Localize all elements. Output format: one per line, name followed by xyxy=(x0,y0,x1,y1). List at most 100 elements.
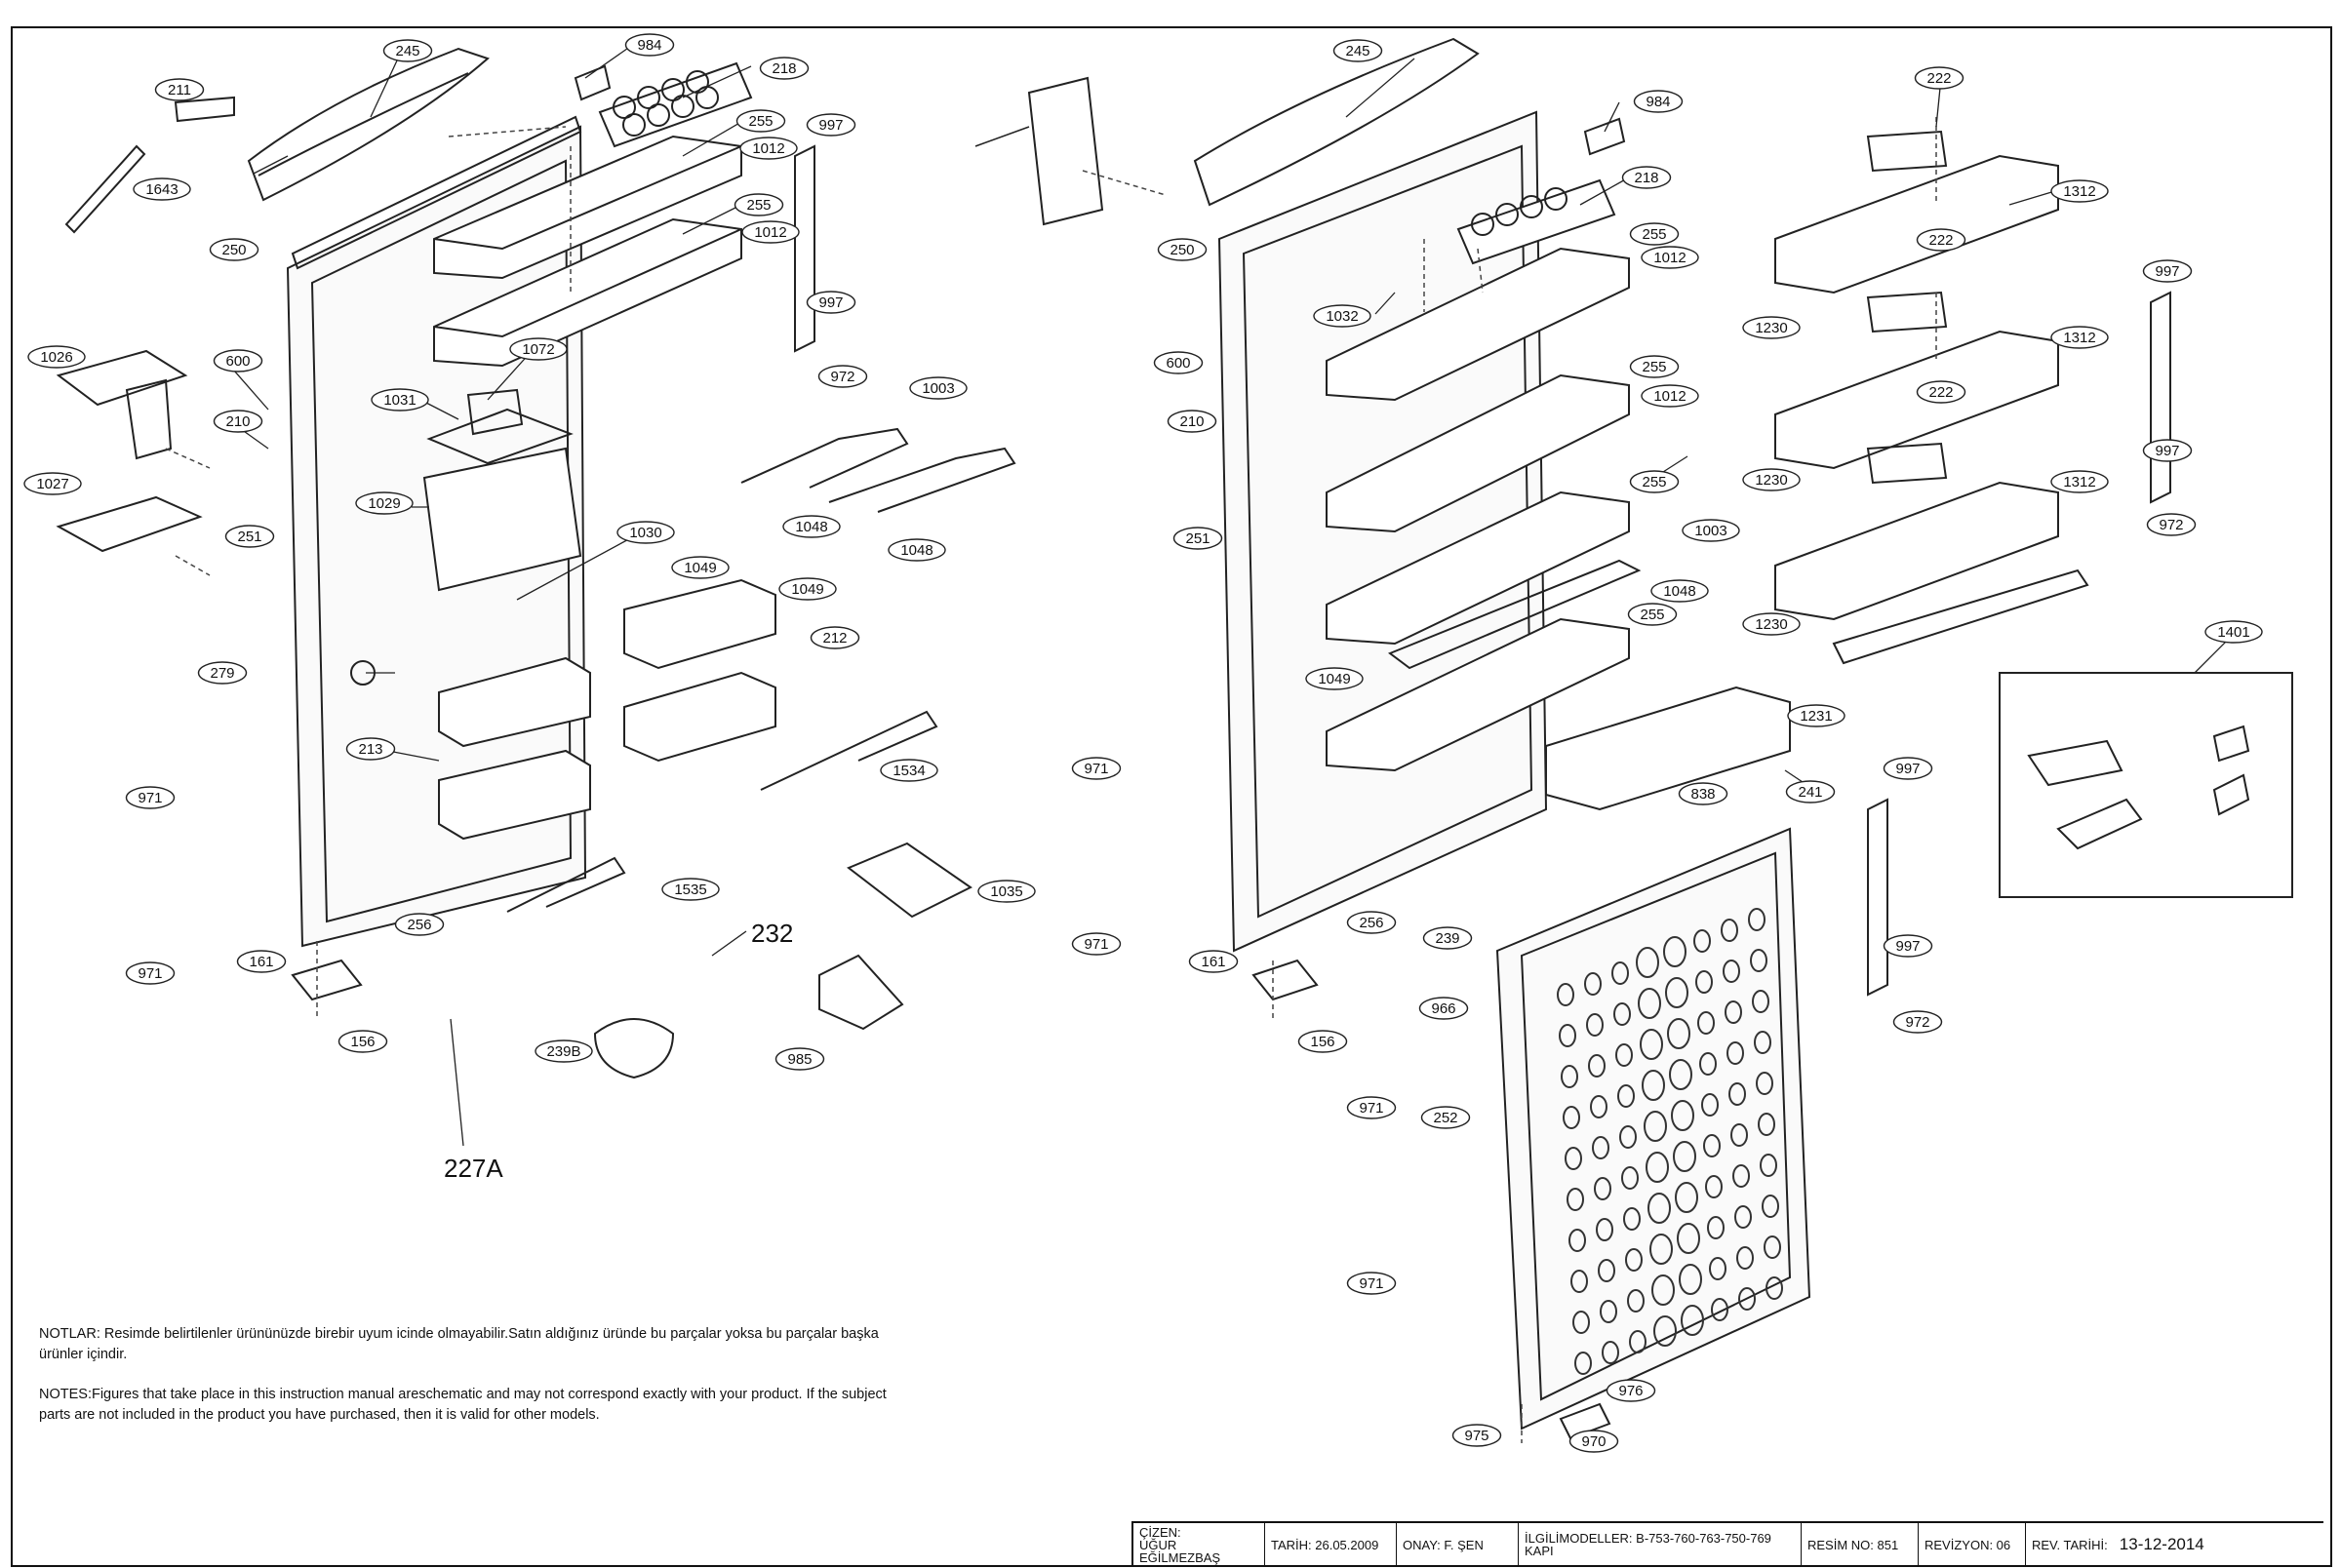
label-232: 232 xyxy=(751,919,793,948)
callout-1003: 1003 xyxy=(1682,519,1740,542)
callout-972: 972 xyxy=(2146,513,2197,536)
callout-number: 985 xyxy=(787,1051,812,1068)
callout-number: 241 xyxy=(1798,784,1822,801)
dimple xyxy=(1640,1029,1663,1060)
callout-number: 245 xyxy=(1345,43,1369,59)
dimple xyxy=(1711,1298,1728,1321)
callout-number: 997 xyxy=(2155,263,2179,280)
callout-number: 838 xyxy=(1690,786,1715,803)
callout-1030: 1030 xyxy=(616,521,675,544)
dimple xyxy=(1574,1352,1592,1375)
callout-255: 255 xyxy=(734,193,784,216)
callout-number: 1535 xyxy=(674,882,706,898)
hinge-kit-parts xyxy=(2027,725,2250,850)
left-knob-239B xyxy=(593,1018,675,1079)
drawn-by-label: ÇİZEN: xyxy=(1139,1524,1181,1540)
left-shelf-255-a xyxy=(433,135,742,280)
dimple xyxy=(1766,1276,1783,1300)
dimple xyxy=(1592,1136,1609,1159)
callout-number: 256 xyxy=(407,917,431,933)
callout-number: 1230 xyxy=(1755,616,1787,633)
callout-number: 210 xyxy=(225,413,250,430)
dimple xyxy=(1709,1257,1726,1280)
callout-255: 255 xyxy=(1629,355,1680,378)
callout-971: 971 xyxy=(125,786,176,809)
callout-997: 997 xyxy=(1883,934,1933,958)
dimple xyxy=(1561,1065,1578,1088)
callout-1072: 1072 xyxy=(509,337,568,361)
right-balcony-1312-c xyxy=(1774,442,2059,621)
callout-222: 222 xyxy=(1914,66,1964,90)
left-wire-1003 xyxy=(740,427,1016,513)
callout-number: 1031 xyxy=(383,392,416,409)
callout-number: 222 xyxy=(1928,232,1953,249)
dimple xyxy=(1559,1024,1576,1047)
callout-number: 971 xyxy=(138,965,162,982)
left-dispenser-1026 xyxy=(56,349,188,460)
middle-clip-984 xyxy=(1583,117,1626,156)
left-drip-tray-1027 xyxy=(56,495,203,553)
dimple xyxy=(1750,949,1767,972)
callout-1048: 1048 xyxy=(1650,579,1709,603)
callout-250: 250 xyxy=(1157,238,1208,261)
dimple xyxy=(1615,1043,1633,1067)
middle-top-trim-245 xyxy=(1193,37,1480,207)
dimple xyxy=(1638,988,1661,1019)
callout-218: 218 xyxy=(759,57,810,80)
callout-number: 984 xyxy=(637,37,661,54)
callout-number: 255 xyxy=(748,113,773,130)
dimple xyxy=(1699,1052,1717,1076)
callout-number: 222 xyxy=(1926,70,1951,87)
callout-985: 985 xyxy=(774,1047,825,1071)
callout-966: 966 xyxy=(1418,997,1469,1020)
middle-shelf-255-a xyxy=(1326,247,1630,402)
hinge-kit-box-1401 xyxy=(1999,672,2293,898)
callout-number: 984 xyxy=(1646,94,1670,110)
dimple xyxy=(1764,1235,1781,1259)
middle-wire-1003 xyxy=(1387,559,1642,670)
dimple xyxy=(1600,1300,1617,1323)
models-cell: İLGİLİMODELLER: B-753-760-763-750-769 KA… xyxy=(1519,1523,1802,1566)
callout-972: 972 xyxy=(817,365,868,388)
dimple xyxy=(1748,908,1766,931)
dimple xyxy=(1667,1018,1690,1049)
callout-number: 997 xyxy=(1895,938,1920,955)
callout-number: 1035 xyxy=(990,883,1022,900)
callout-212: 212 xyxy=(810,626,860,649)
callout-number: 250 xyxy=(1170,242,1194,258)
callout-number: 161 xyxy=(1201,954,1225,970)
dimple xyxy=(1568,1229,1586,1252)
notes-block: NOTLAR: Resimde belirtilenler ürününüzde… xyxy=(39,1324,917,1445)
callout-1230: 1230 xyxy=(1742,468,1801,491)
callout-1029: 1029 xyxy=(355,491,414,515)
callout-1231: 1231 xyxy=(1787,704,1845,727)
dimple xyxy=(1570,1270,1588,1293)
dimple xyxy=(1629,1330,1647,1353)
callout-number: 251 xyxy=(237,529,261,545)
dimple xyxy=(1671,1100,1694,1131)
dimple xyxy=(1653,1315,1677,1347)
dimple xyxy=(1738,1287,1756,1311)
left-bracket-1643 xyxy=(64,144,146,234)
callout-number: 971 xyxy=(1084,761,1108,777)
callout-number: 971 xyxy=(1359,1275,1383,1292)
middle-hinge-256 xyxy=(1251,959,1319,1001)
callout-number: 255 xyxy=(746,197,771,214)
revision-cell: REVİZYON: 06 xyxy=(1919,1523,2026,1566)
left-wire-1534 xyxy=(760,710,938,791)
callout-210: 210 xyxy=(213,410,263,433)
models-text: İLGİLİMODELLER: B-753-760-763-750-769 xyxy=(1525,1531,1771,1546)
callout-997: 997 xyxy=(2142,439,2193,462)
callout-number: 975 xyxy=(1464,1428,1488,1444)
callout-number: 1230 xyxy=(1755,472,1787,489)
dimple xyxy=(1621,1166,1639,1190)
callout-1312: 1312 xyxy=(2050,470,2109,493)
dimple xyxy=(1693,929,1711,953)
callout-997: 997 xyxy=(1883,757,1933,780)
callout-1012: 1012 xyxy=(1641,384,1699,408)
callout-number: 1231 xyxy=(1800,708,1832,725)
callout-239: 239 xyxy=(1422,926,1473,950)
dimple xyxy=(1673,1141,1696,1172)
callout-number: 252 xyxy=(1433,1110,1457,1126)
dimple xyxy=(1567,1188,1584,1211)
